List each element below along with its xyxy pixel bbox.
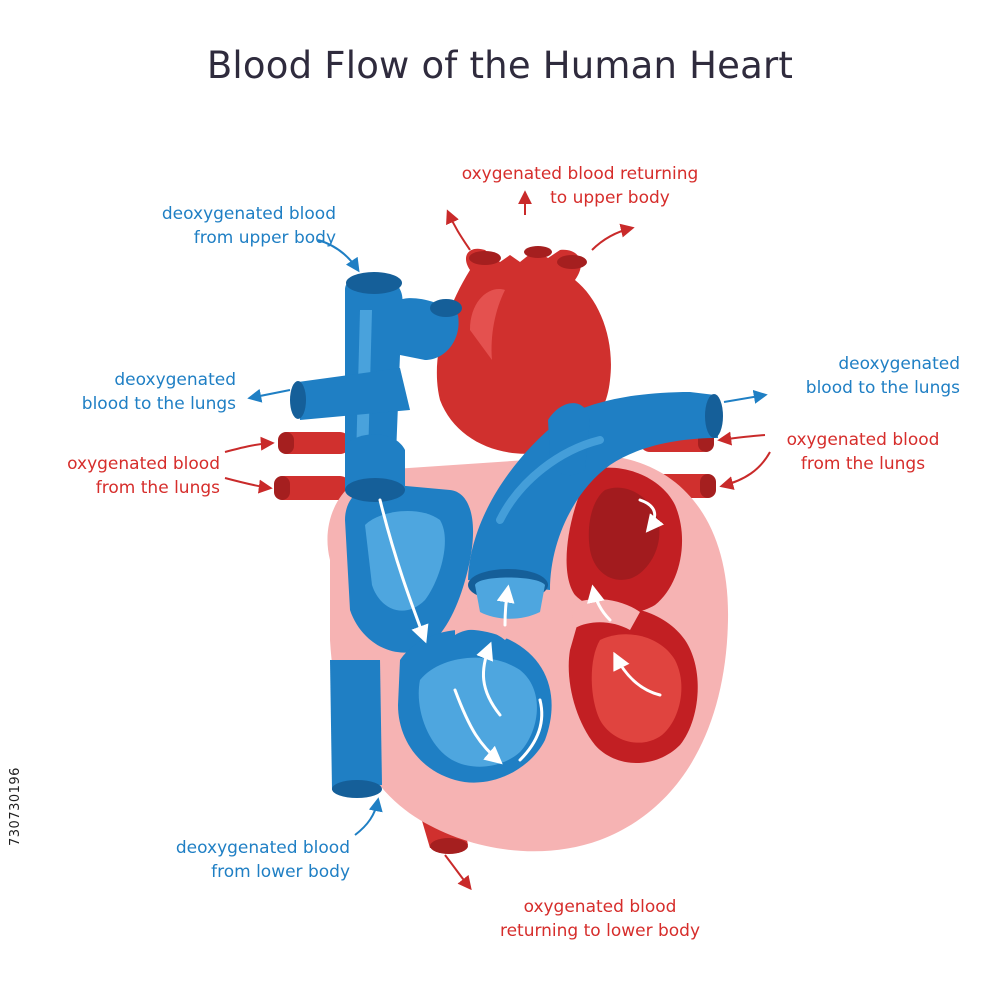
aorta: [436, 246, 611, 454]
internal-flow-arrows: [378, 498, 665, 765]
label-line: deoxygenated: [114, 370, 236, 390]
label-line: oxygenated blood: [786, 430, 940, 450]
label-line: from the lungs: [95, 478, 220, 498]
label-oxygenated-lower-body: oxygenated blood returning to lower body: [470, 895, 730, 943]
stock-id-watermark: 730730196: [8, 767, 23, 846]
label-line: from lower body: [211, 862, 350, 882]
left-upper-vessel: [400, 298, 462, 360]
label-arrows: [224, 190, 771, 891]
label-line: returning to lower body: [499, 921, 701, 941]
label-line: deoxygenated blood: [161, 204, 336, 224]
label-oxygenated-upper-body: oxygenated blood returning to upper body: [415, 162, 745, 210]
label-line: oxygenated blood returning: [461, 164, 699, 184]
label-line: blood to the lungs: [81, 394, 236, 414]
label-deoxygenated-upper-body: deoxygenated blood from upper body: [100, 202, 336, 250]
label-line: deoxygenated blood: [175, 838, 350, 858]
inferior-vena-cava: [330, 660, 382, 798]
label-deoxygenated-lungs-right: deoxygenated blood to the lungs: [770, 352, 960, 400]
label-line: oxygenated blood: [523, 897, 677, 917]
left-pulmonary-veins: [274, 432, 350, 500]
right-heart-chambers: [345, 484, 552, 783]
label-line: from upper body: [193, 228, 336, 248]
label-line: blood to the lungs: [805, 378, 960, 398]
label-deoxygenated-lungs-left: deoxygenated blood to the lungs: [40, 368, 236, 416]
label-line: oxygenated blood: [67, 454, 220, 474]
label-oxygenated-lungs-right: oxygenated blood from the lungs: [768, 428, 958, 476]
label-deoxygenated-lower-body: deoxygenated blood from lower body: [110, 836, 350, 884]
label-line: deoxygenated: [838, 354, 960, 374]
label-oxygenated-lungs-left: oxygenated blood from the lungs: [20, 452, 220, 500]
label-line: from the lungs: [800, 454, 926, 474]
label-line: to upper body: [550, 188, 670, 208]
page-title: Blood Flow of the Human Heart: [206, 44, 794, 87]
left-pulmonary-artery: [290, 368, 410, 420]
